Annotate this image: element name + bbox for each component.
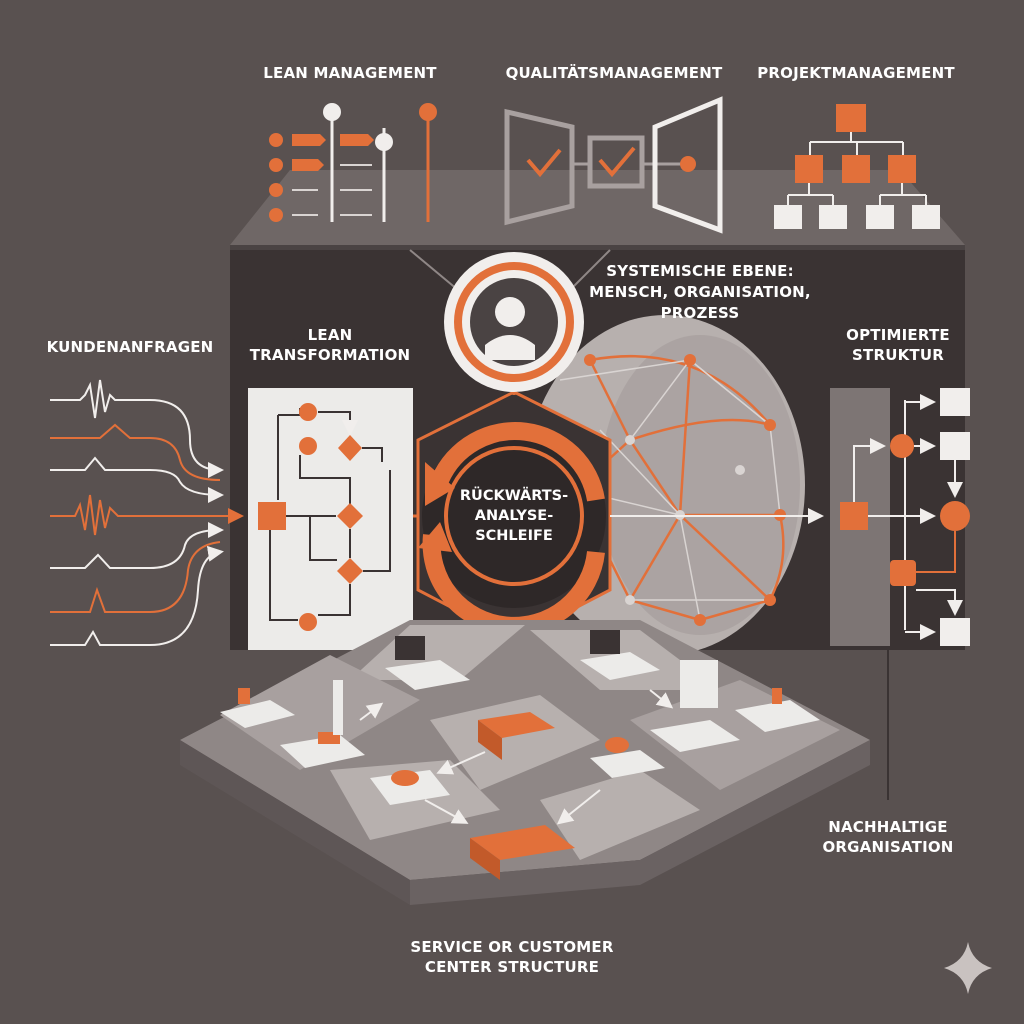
label-loop-1: RÜCKWÄRTS- (460, 486, 568, 504)
quality-management-icon (504, 96, 723, 234)
label-lean-management: LEAN MANAGEMENT (263, 64, 437, 82)
optimized-structure-diagram (830, 388, 970, 800)
label-systemic-2: MENSCH, ORGANISATION, (589, 283, 811, 301)
lean-management-icon (269, 103, 437, 222)
project-management-icon (774, 104, 940, 229)
label-customer-requests: KUNDENANFRAGEN (47, 338, 214, 356)
label-service-2: CENTER STRUCTURE (425, 958, 599, 976)
lean-transformation-flowchart (248, 388, 413, 650)
label-loop-3: SCHLEIFE (475, 528, 553, 544)
sparkle-icon (944, 942, 992, 994)
label-loop-2: ANALYSE- (475, 508, 553, 524)
label-optimized-2: STRUKTUR (852, 346, 944, 364)
label-sustainable-1: NACHHALTIGE (828, 818, 948, 836)
label-project-management: PROJEKTMANAGEMENT (757, 64, 955, 82)
label-sustainable-2: ORGANISATION (822, 838, 953, 856)
checkmark-icon (526, 148, 562, 178)
checkmark-icon-2 (598, 146, 636, 178)
label-optimized-1: OPTIMIERTE (846, 326, 950, 344)
cycle-arrow-icon (431, 422, 605, 502)
customer-request-waves (50, 379, 244, 646)
label-lean-transformation-1: LEAN (308, 326, 353, 344)
label-systemic-3: PROZESS (661, 304, 740, 322)
office-floor (180, 620, 870, 905)
label-service-1: SERVICE OR CUSTOMER (410, 938, 614, 956)
central-desk (478, 712, 555, 738)
label-quality-management: QUALITÄTSMANAGEMENT (506, 63, 723, 82)
label-lean-transformation-2: TRANSFORMATION (250, 346, 411, 364)
label-systemic-1: SYSTEMISCHE EBENE: (606, 262, 794, 280)
person-icon (444, 252, 584, 395)
